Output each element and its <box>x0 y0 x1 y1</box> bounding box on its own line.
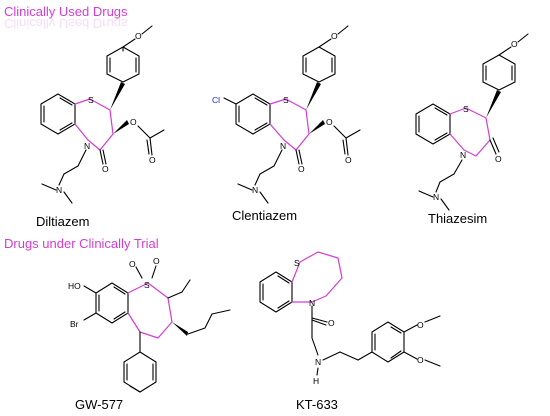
kt633-amine-hydrogen: H <box>313 376 319 386</box>
clentiazem-amine-nitrogen: N <box>252 185 258 195</box>
clentiazem-chlorine: Cl <box>212 95 220 105</box>
gw577-hydroxyl: HO <box>68 281 81 291</box>
thiazesim-carbonyl-oxygen: O <box>495 154 502 164</box>
kt633-sulfur: S <box>294 258 300 268</box>
clentiazem-acetyl-oxygen: O <box>345 155 352 165</box>
thiazesim-structure: S N O O N <box>415 33 529 211</box>
kt633-amine-nitrogen: N <box>315 357 321 367</box>
section-title-trial: Drugs under Clinically Trial <box>4 236 159 251</box>
thiazesim-methoxy-oxygen: O <box>511 39 518 49</box>
diltiazem-nitrogen: N <box>84 141 90 151</box>
diltiazem-sulfur: S <box>88 95 94 105</box>
drug-name-thiazesim: Thiazesim <box>428 211 488 226</box>
gw577-bromine: Br <box>70 319 79 329</box>
diltiazem-ester-oxygen: O <box>130 117 137 127</box>
thiazesim-amine-nitrogen: N <box>433 192 439 202</box>
diltiazem-amine-nitrogen: N <box>56 185 62 195</box>
drug-name-clentiazem: Clentiazem <box>232 208 298 223</box>
gw577-sulfonyl-oxygen-1: O <box>129 259 136 269</box>
clentiazem-nitrogen: N <box>280 141 286 151</box>
kt633-methoxy-oxygen-1: O <box>417 320 424 330</box>
drug-name-diltiazem: Diltiazem <box>36 214 90 229</box>
clentiazem-methoxy-oxygen: O <box>331 31 338 41</box>
kt633-carbonyl-oxygen: O <box>328 318 335 328</box>
clentiazem-structure: Cl S N O O O O N <box>212 25 361 204</box>
clentiazem-ester-oxygen: O <box>326 117 333 127</box>
diltiazem-methoxy-oxygen: O <box>135 31 142 41</box>
kt633-ring-nitrogen: N <box>309 298 315 308</box>
clentiazem-carbonyl-oxygen: O <box>298 164 305 174</box>
gw577-sulfonyl-oxygen-2: O <box>153 256 160 266</box>
diltiazem-acetyl-oxygen: O <box>149 155 156 165</box>
diltiazem-carbonyl-oxygen: O <box>102 164 109 174</box>
thiazesim-sulfur: S <box>463 104 469 114</box>
gw577-structure: HO Br S O O <box>68 256 231 393</box>
kt633-methoxy-oxygen-2: O <box>417 355 424 365</box>
clentiazem-sulfur: S <box>283 95 289 105</box>
kt633-structure: S N O N H O O <box>259 251 441 386</box>
diltiazem-structure: S N O O O O N <box>40 25 165 204</box>
drug-name-gw577: GW-577 <box>75 397 124 412</box>
section-title-clinical: Clinically Used Drugs <box>4 4 128 19</box>
gw577-sulfur: S <box>144 280 150 290</box>
thiazesim-nitrogen: N <box>460 150 466 160</box>
drug-name-kt633: KT-633 <box>296 397 338 412</box>
